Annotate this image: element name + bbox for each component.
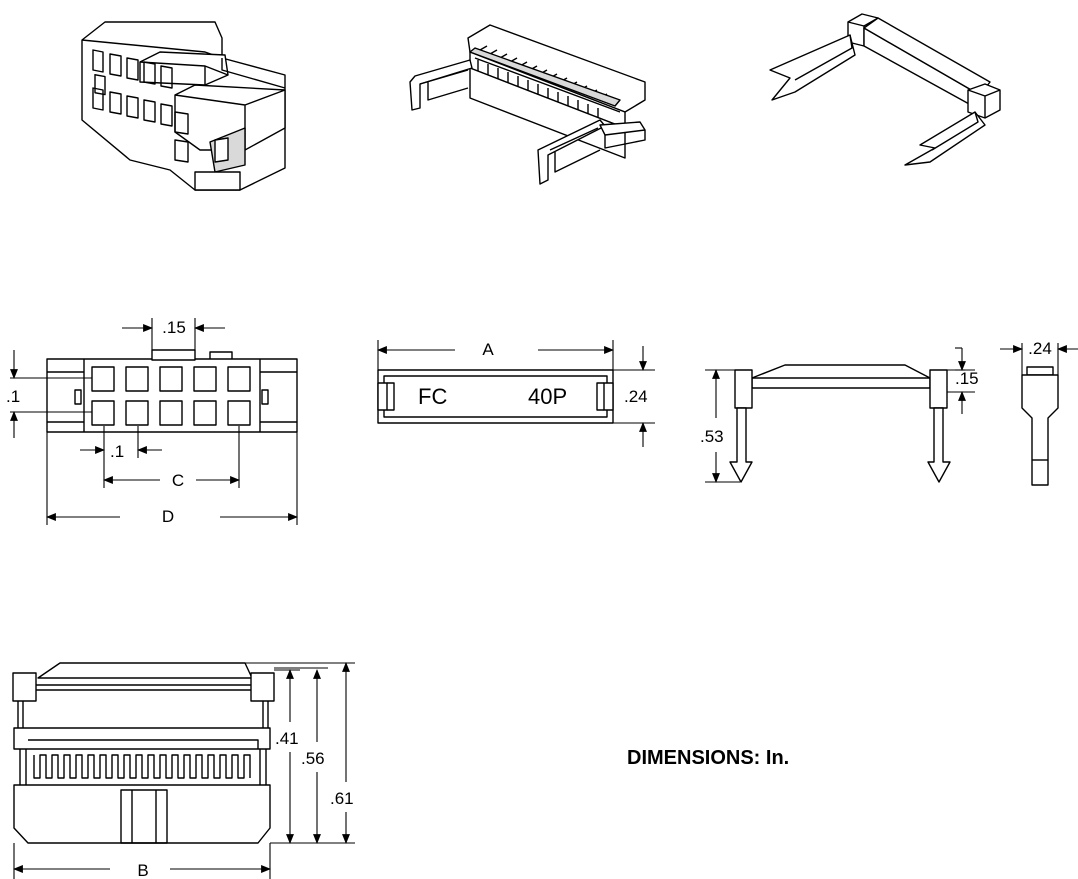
marking-40p: 40P bbox=[528, 384, 567, 409]
iso-latch-bar bbox=[769, 13, 1001, 166]
view-header-side: B .41 .56 .61 bbox=[12, 662, 355, 879]
view-latch-side: .53 .15 bbox=[700, 347, 979, 483]
dim-latch-total: .53 bbox=[700, 427, 724, 446]
iso-box-header bbox=[409, 24, 646, 185]
dim-d: D bbox=[162, 507, 174, 526]
dim-col-pitch: .1 bbox=[110, 442, 124, 461]
dim-latch-head: .15 bbox=[955, 369, 979, 388]
dim-c: C bbox=[172, 471, 184, 490]
contact-windows bbox=[91, 366, 251, 426]
view-socket-front: .15 .1 .1 C D bbox=[6, 318, 298, 526]
dim-row-pitch: .1 bbox=[6, 387, 20, 406]
view-header-top: FC 40P A .24 bbox=[377, 340, 655, 447]
dim-a: A bbox=[482, 340, 494, 359]
dim-56: .56 bbox=[301, 749, 325, 768]
dimensions-note: DIMENSIONS: In. bbox=[627, 747, 789, 769]
iso-idc-socket bbox=[81, 21, 286, 191]
marking-fc: FC bbox=[418, 384, 447, 409]
view-latch-end: .24 bbox=[1000, 339, 1078, 486]
dim-pin-width: .15 bbox=[162, 318, 186, 337]
dim-61: .61 bbox=[330, 789, 354, 808]
dim-latch-width: .24 bbox=[1028, 339, 1052, 358]
dim-top-height: .24 bbox=[624, 387, 648, 406]
dim-b: B bbox=[137, 861, 148, 879]
dim-41: .41 bbox=[275, 729, 299, 748]
